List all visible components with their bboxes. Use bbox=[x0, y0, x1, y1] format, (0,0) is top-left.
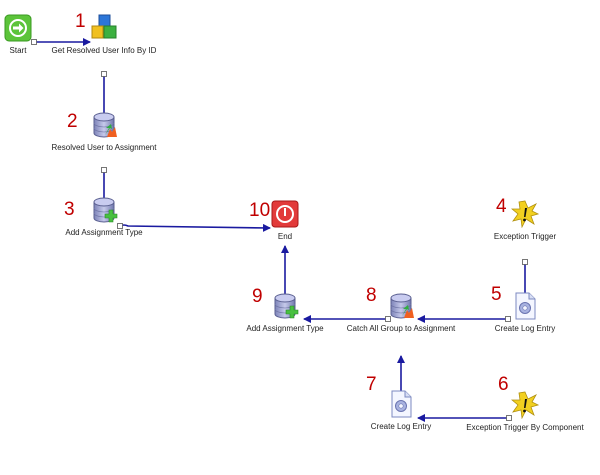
node-label: Exception Trigger bbox=[493, 232, 557, 241]
node-label: Resolved User to Assignment bbox=[51, 143, 157, 152]
node-label: Create Log Entry bbox=[494, 324, 556, 333]
connector-port[interactable] bbox=[506, 415, 512, 421]
connector-port[interactable] bbox=[117, 223, 123, 229]
log-document-icon bbox=[511, 292, 539, 320]
connector-port[interactable] bbox=[385, 316, 391, 322]
step-number: 7 bbox=[366, 374, 377, 395]
node-label: End bbox=[277, 232, 293, 241]
step-number: 9 bbox=[252, 286, 263, 307]
node-label: Exception Trigger By Component bbox=[466, 423, 584, 432]
node-label: Create Log Entry bbox=[370, 422, 432, 431]
node-label: Get Resolved User Info By ID bbox=[51, 46, 157, 55]
connector-port[interactable] bbox=[101, 71, 107, 77]
node-label: Add Assignment Type bbox=[246, 324, 324, 333]
step-number: 2 bbox=[67, 111, 78, 132]
step-number: 8 bbox=[366, 285, 377, 306]
start-icon bbox=[4, 14, 32, 42]
step-number: 1 bbox=[75, 11, 86, 32]
node-label: Catch All Group to Assignment bbox=[346, 324, 456, 333]
cubes-icon bbox=[90, 14, 118, 42]
exception-icon bbox=[510, 391, 540, 420]
step-number: 10 bbox=[249, 200, 271, 221]
step-number: 5 bbox=[491, 284, 502, 305]
connector-port[interactable] bbox=[101, 167, 107, 173]
exception-icon bbox=[510, 200, 540, 229]
database-add-icon bbox=[90, 196, 118, 224]
database-update-icon bbox=[387, 292, 415, 320]
connector-port[interactable] bbox=[505, 316, 511, 322]
node-label: Add Assignment Type bbox=[65, 228, 143, 237]
log-document-icon bbox=[387, 390, 415, 418]
database-update-icon bbox=[90, 111, 118, 139]
node-label: Start bbox=[9, 46, 27, 55]
database-add-icon bbox=[271, 292, 299, 320]
step-number: 6 bbox=[498, 374, 509, 395]
step-number: 4 bbox=[496, 196, 507, 217]
connector-port[interactable] bbox=[31, 39, 37, 45]
step-number: 3 bbox=[64, 199, 75, 220]
connector-port[interactable] bbox=[522, 259, 528, 265]
end-icon bbox=[271, 200, 299, 228]
